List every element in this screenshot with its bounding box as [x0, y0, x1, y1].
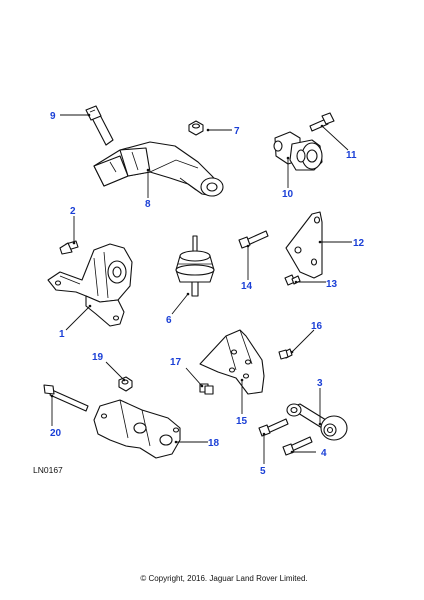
callout-14: 14: [241, 281, 253, 292]
part-17-bolt[interactable]: [199, 383, 214, 395]
callout-18: 18: [208, 438, 220, 449]
part-9-bolt[interactable]: [85, 105, 114, 146]
copyright-notice: © Copyright, 2016. Jaguar Land Rover Lim…: [140, 574, 307, 583]
callout-labels: 9 7 8 11 10 2 1 6 14 12 13 16 19 17 15 2…: [50, 111, 365, 477]
callout-10: 10: [282, 189, 294, 200]
part-13-bolt[interactable]: [284, 274, 301, 286]
part-6-hydraulic-mount[interactable]: [175, 235, 215, 297]
callout-8: 8: [145, 199, 151, 210]
callout-15: 15: [236, 416, 248, 427]
reference-code: LN0167: [33, 465, 63, 475]
part-2-bolt[interactable]: [59, 240, 79, 255]
part-7-nut[interactable]: [188, 120, 204, 136]
part-3-torque-rod[interactable]: [286, 403, 348, 441]
part-14-bolt[interactable]: [238, 230, 269, 249]
part-10-engine-mount[interactable]: [273, 131, 323, 171]
callout-9: 9: [50, 111, 56, 122]
callout-11: 11: [346, 150, 357, 161]
part-18-lower-bracket[interactable]: [93, 399, 181, 459]
part-1-engine-mount[interactable]: [47, 243, 133, 327]
callout-4: 4: [321, 448, 327, 459]
callout-5: 5: [260, 466, 266, 477]
part-19-nut[interactable]: [118, 376, 133, 392]
callout-13: 13: [326, 279, 338, 290]
part-16-bolt[interactable]: [278, 348, 293, 360]
callout-2: 2: [70, 206, 76, 217]
part-11-bolt[interactable]: [309, 112, 335, 132]
part-20-long-bolt[interactable]: [43, 384, 89, 412]
callout-1: 1: [59, 329, 65, 340]
leader-lines: [50, 113, 352, 464]
part-5-bolt[interactable]: [258, 418, 289, 437]
callout-7: 7: [234, 126, 240, 137]
callout-12: 12: [353, 238, 365, 249]
callout-16: 16: [311, 321, 323, 332]
callout-6: 6: [166, 315, 172, 326]
callout-17: 17: [170, 357, 182, 368]
callout-20: 20: [50, 428, 62, 439]
callout-3: 3: [317, 378, 323, 389]
part-12-plate-bracket[interactable]: [285, 211, 323, 279]
part-15-mounting-bracket[interactable]: [199, 329, 265, 395]
part-8-mounting-arm[interactable]: [93, 141, 224, 197]
callout-19: 19: [92, 352, 104, 363]
